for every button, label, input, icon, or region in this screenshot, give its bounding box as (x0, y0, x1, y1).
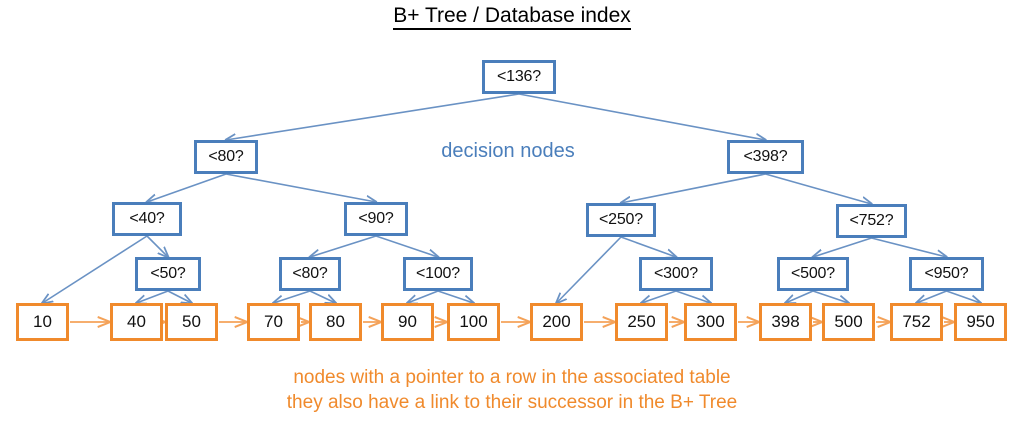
tree-edge-d752-to-d950 (871, 237, 947, 257)
decision-node-d100[interactable]: <100? (403, 257, 473, 291)
tree-edge-d80a-to-d90 (225, 173, 376, 202)
leaf-node-l250[interactable]: 250 (615, 303, 668, 341)
tree-edge-d950-to-l950 (946, 290, 981, 303)
leaf-node-label: 200 (542, 312, 571, 331)
leaf-node-l10[interactable]: 10 (16, 303, 69, 341)
tree-edge-d950-to-l752 (917, 290, 947, 303)
leaf-node-label: 950 (966, 312, 995, 331)
tree-edge-d398-to-d752 (765, 173, 872, 204)
tree-edge-d80a-to-d40 (147, 173, 227, 202)
decision-node-d80a[interactable]: <80? (194, 140, 258, 174)
leaf-node-label: 50 (182, 312, 201, 331)
decision-node-label: <50? (150, 265, 186, 282)
decision-node-label: <90? (358, 210, 394, 227)
decision-node-d80b[interactable]: <80? (279, 257, 341, 291)
decision-node-d40[interactable]: <40? (112, 202, 182, 236)
tree-edge-d80b-to-l80 (309, 290, 336, 303)
leaf-node-label: 70 (264, 312, 283, 331)
leaf-node-label: 398 (771, 312, 800, 331)
tree-edge-d500-to-l500 (812, 290, 849, 303)
tree-edge-d300-to-l300 (675, 290, 711, 303)
leaf-caption-line-1: nodes with a pointer to a row in the ass… (293, 367, 731, 388)
tree-edge-d80b-to-l70 (274, 290, 311, 303)
decision-node-d950[interactable]: <950? (909, 257, 984, 291)
leaf-node-l200[interactable]: 200 (530, 303, 583, 341)
leaf-node-l500[interactable]: 500 (822, 303, 875, 341)
tree-edge-d40-to-l10 (43, 235, 148, 303)
page-title: B+ Tree / Database index (0, 4, 1024, 30)
tree-edge-d752-to-d500 (813, 237, 872, 257)
leaf-node-l90[interactable]: 90 (381, 303, 434, 341)
decision-node-label: <752? (849, 212, 894, 229)
decision-node-d250[interactable]: <250? (586, 203, 656, 237)
decision-node-label: <136? (497, 68, 541, 85)
leaf-node-label: 40 (127, 312, 146, 331)
leaf-node-l300[interactable]: 300 (684, 303, 737, 341)
leaf-node-label: 90 (398, 312, 417, 331)
tree-edge-d136-to-d398 (518, 93, 766, 140)
tree-edge-d90-to-d80b (310, 235, 377, 257)
tree-edge-d100-to-l100 (437, 290, 474, 303)
leaf-node-l70[interactable]: 70 (247, 303, 300, 341)
leaf-caption-line-2: they also have a link to their successor… (286, 392, 738, 413)
tree-edge-d250-to-d300 (620, 236, 676, 257)
tree-edge-d100-to-l90 (408, 290, 439, 303)
tree-edge-d500-to-l398 (786, 290, 814, 303)
leaf-node-label: 80 (326, 312, 345, 331)
tree-edge-d300-to-l250 (642, 290, 677, 303)
leaf-node-label: 300 (696, 312, 725, 331)
tree-edge-d136-to-d80a (226, 93, 520, 140)
leaf-node-l752[interactable]: 752 (890, 303, 943, 341)
decision-node-d752[interactable]: <752? (836, 204, 907, 238)
tree-edge-d250-to-l200 (557, 236, 622, 303)
tree-edge-d398-to-d250 (621, 173, 766, 203)
decision-node-label: <398? (743, 148, 788, 165)
leaf-node-l40[interactable]: 40 (110, 303, 163, 341)
decision-node-d136[interactable]: <136? (482, 60, 556, 94)
decision-node-label: <950? (924, 265, 969, 282)
leaf-node-l100[interactable]: 100 (447, 303, 500, 341)
leaf-node-label: 752 (902, 312, 931, 331)
leaf-node-l398[interactable]: 398 (759, 303, 812, 341)
leaf-node-label: 500 (834, 312, 863, 331)
leaf-node-label: 250 (627, 312, 656, 331)
decision-node-label: <40? (129, 210, 165, 227)
decision-node-label: <300? (654, 265, 698, 282)
page-title-text: B+ Tree / Database index (393, 4, 631, 30)
leaf-node-l50[interactable]: 50 (165, 303, 218, 341)
decision-node-d398[interactable]: <398? (727, 140, 804, 174)
decision-nodes-label: decision nodes (441, 140, 575, 162)
decision-node-d300[interactable]: <300? (639, 257, 713, 291)
decision-node-label: <500? (791, 265, 835, 282)
decision-node-d50[interactable]: <50? (135, 257, 201, 291)
decision-node-label: <100? (416, 265, 460, 282)
leaf-node-l950[interactable]: 950 (954, 303, 1007, 341)
tree-edge-d50-to-l40 (137, 290, 169, 303)
decision-node-label: <80? (292, 265, 328, 282)
decision-node-label: <80? (208, 148, 244, 165)
tree-edge-d50-to-l50 (167, 290, 192, 303)
leaf-node-label: 100 (459, 312, 488, 331)
tree-edge-d40-to-d50 (146, 235, 168, 257)
leaf-node-l80[interactable]: 80 (309, 303, 362, 341)
decision-node-d500[interactable]: <500? (777, 257, 849, 291)
decision-node-label: <250? (599, 211, 643, 228)
decision-node-d90[interactable]: <90? (344, 202, 408, 236)
leaf-node-label: 10 (33, 312, 52, 331)
tree-edge-d90-to-d100 (375, 235, 438, 257)
